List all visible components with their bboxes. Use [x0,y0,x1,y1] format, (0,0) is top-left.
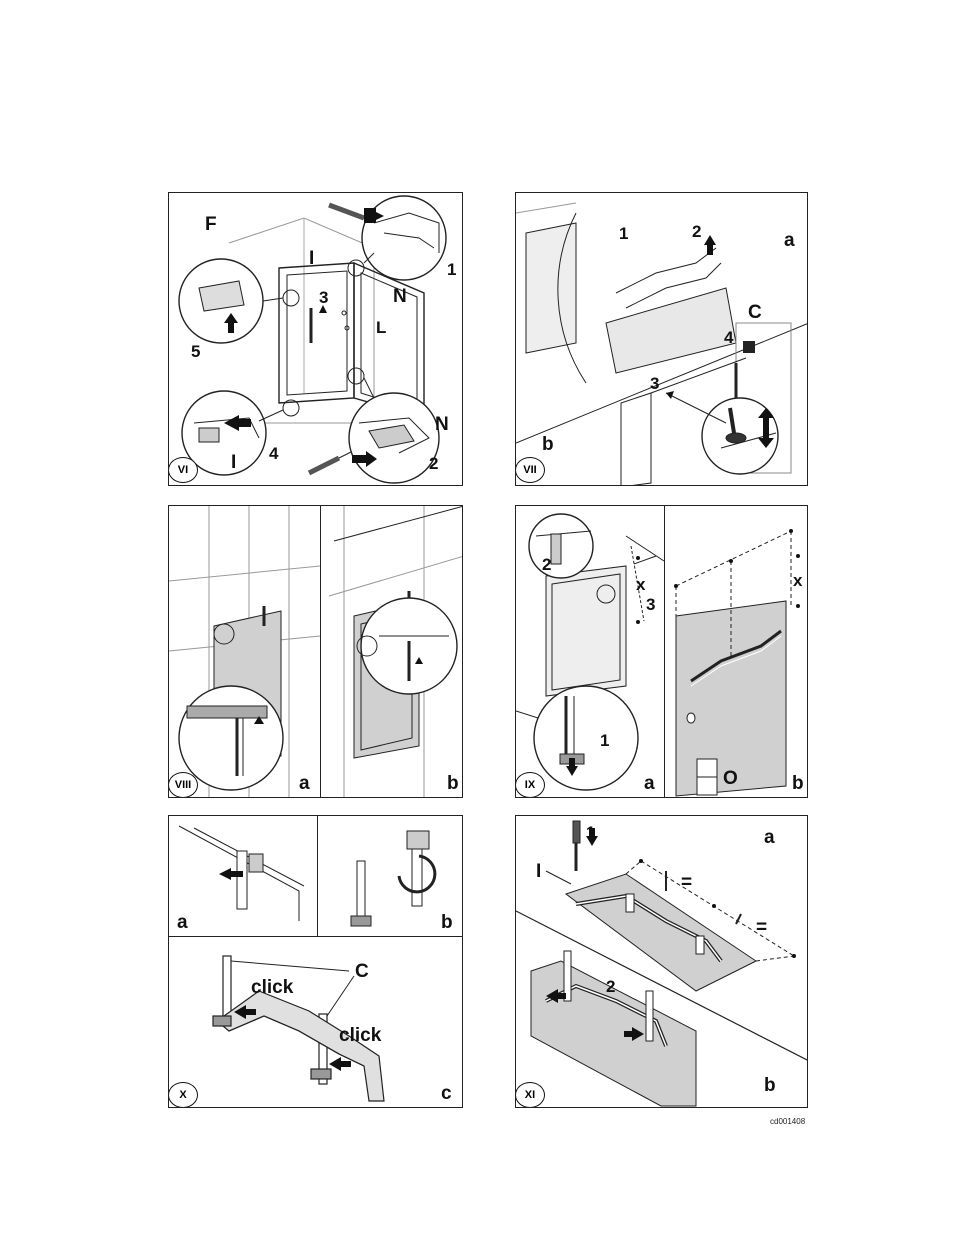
panel-vii: 1 2 a C 4 3 b VII [515,192,808,486]
panel-x: a b C click click c X [168,815,463,1108]
label-b: b [441,912,453,933]
panel-viii: a b VIII [168,505,463,798]
label-i-bottom: I [231,452,237,473]
label-2: 2 [692,222,702,241]
label-n-bottom: N [435,414,449,435]
label-a: a [764,827,775,848]
label-2: 2 [429,454,439,473]
label-i: I [536,861,542,882]
label-b: b [792,773,804,794]
panel-vi-drawing [178,195,447,484]
panel-ix-drawing [516,513,800,797]
label-b: b [542,434,554,455]
label-1: 1 [619,224,629,243]
label-2: 2 [542,555,552,574]
label-4: 4 [269,444,279,463]
roman-viii: VIII [169,772,198,797]
panel-x-drawing [178,825,437,1102]
panel-viii-divider [320,506,322,797]
label-f: F [205,214,217,235]
roman-x: X [169,1082,198,1107]
label-3: 3 [646,595,656,614]
label-2: 2 [606,977,616,996]
footer-code: cd001408 [770,1117,806,1126]
label-a: a [299,773,310,794]
detail-circle-top-right [361,195,447,281]
panel-vi: F I 3 L 1 N 5 N I 4 2 VI [168,192,463,486]
panel-xi: 1 a I = = 2 b XI [515,815,808,1108]
panel-x-divider-horizontal [169,936,462,938]
label-c-clip: C [355,961,369,982]
label-1: 1 [586,823,596,842]
label-click-1: click [251,977,294,998]
label-a: a [177,912,188,933]
label-i-top: I [309,248,315,269]
label-b: b [764,1075,776,1096]
label-eq-1: = [681,872,693,893]
roman-vii: VII [516,457,545,483]
label-click-2: click [339,1025,382,1046]
label-5: 5 [191,342,201,361]
panel-vii-drawing [516,202,807,485]
label-c: C [748,302,762,323]
label-x-right: x [793,571,803,590]
label-l: L [376,318,387,337]
label-4: 4 [724,328,734,347]
roman-vi: VI [169,457,198,483]
panel-x-divider-vertical [317,816,319,936]
label-x-left: x [636,575,646,594]
label-3: 3 [319,288,329,307]
detail-circle-bottom [533,685,639,791]
label-3: 3 [650,374,660,393]
label-a: a [644,773,655,794]
panel-ix-divider [664,506,666,797]
detail-circle-bottom-left [181,390,267,476]
label-o: O [723,768,738,789]
label-a: a [784,230,795,251]
label-1: 1 [447,260,457,279]
label-b: b [447,773,459,794]
panel-ix: 2 x 3 1 a x O b IX [515,505,808,798]
label-1: 1 [600,731,610,750]
label-c: c [441,1083,452,1104]
detail-circle-a [178,685,284,791]
roman-ix: IX [516,772,545,797]
label-eq-2: = [756,917,768,938]
panel-viii-drawing [169,506,462,797]
panel-xi-drawing [516,820,807,1107]
roman-xi: XI [516,1082,545,1107]
label-n-top: N [393,286,407,307]
